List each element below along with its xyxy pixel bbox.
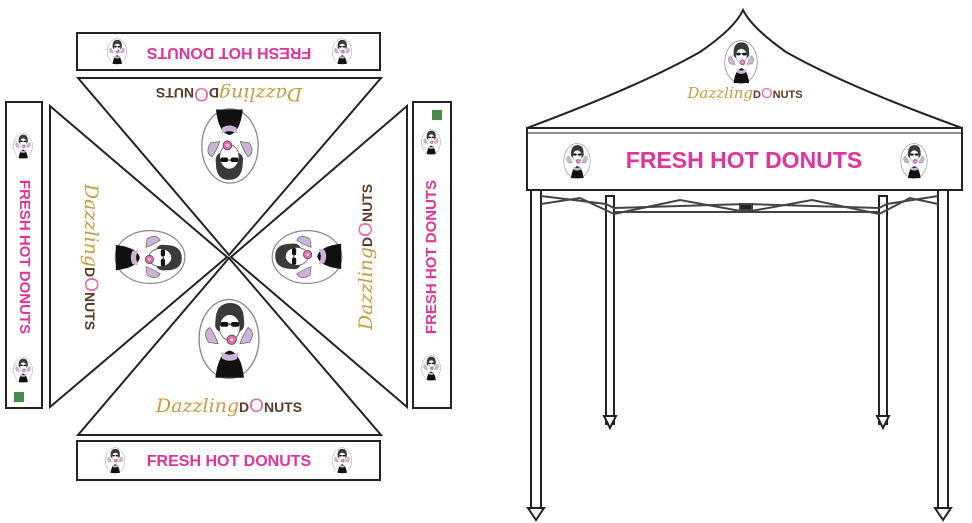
portrait-icon [724,40,758,84]
banner-top: FRESH HOT DONUTS [76,32,381,71]
tent-foot [875,415,891,431]
tent-leg-back-left [605,195,615,425]
banner-bottom: FRESH HOT DONUTS [76,440,381,481]
donut-icon: O [249,396,264,417]
banner-text-tent: FRESH HOT DONUTS [626,147,862,173]
portrait-icon [563,143,591,179]
tent-render: DazzlingDONUTS FRESH HOT DONUTS [526,7,963,522]
portrait-icon [332,447,352,474]
brand-logo-left: DazzlingDONUTS [80,183,102,330]
portrait-icon [421,355,441,381]
roof-panel-left-content: DazzlingDONUTS [80,183,186,330]
roof-panel-right-content: DazzlingDONUTS [271,184,377,331]
tent-leg-back-right [878,195,888,425]
brand-logo-roof: DazzlingDONUTS [686,84,802,102]
banner-text-bottom: FRESH HOT DONUTS [147,453,312,470]
banner-left: FRESH HOT DONUTS [5,101,43,409]
tent-foot [526,507,546,522]
tent-foot [933,507,953,522]
portrait-icon [900,143,928,179]
tent-valance: FRESH HOT DONUTS [526,127,963,191]
brand-logo-top: DazzlingDONUTS [156,83,303,105]
tent-leg-front-right [937,189,949,511]
donut-icon: O [194,83,209,104]
portrait-icon [201,108,259,184]
portrait-icon [13,357,33,383]
banner-text-top: FRESH HOT DONUTS [146,44,311,61]
tent-frame-icon [526,189,953,522]
tent-truss [540,195,939,216]
portrait-icon [13,133,33,159]
tent-roof: DazzlingDONUTS [526,7,963,129]
banner-text-left: FRESH HOT DONUTS [16,180,33,334]
tag-icon [432,110,442,120]
brand-logo-right: DazzlingDONUTS [355,184,377,331]
brand-logo-bottom: DazzlingDONUTS [155,395,302,417]
banner-text-right: FRESH HOT DONUTS [423,180,440,334]
portrait-icon [198,298,260,380]
donut-icon: O [80,277,101,292]
roof-panel-bottom-content: DazzlingDONUTS [155,298,302,417]
banner-right: FRESH HOT DONUTS [412,101,452,409]
portrait-icon [107,38,127,65]
portrait-icon [271,229,343,285]
donut-icon: O [356,222,377,237]
portrait-icon [114,229,186,285]
tag-icon [14,392,24,402]
tent-foot [602,415,618,431]
tent-leg-front-left [530,189,542,511]
portrait-icon [332,38,352,65]
flat-layout: FRESH HOT DONUTS FRESH HOT DONUTS FRESH … [5,32,452,481]
portrait-icon [105,447,125,474]
donut-icon: O [761,85,773,102]
roof-panel-top-content: DazzlingDONUTS [156,83,303,184]
portrait-icon [421,129,441,155]
